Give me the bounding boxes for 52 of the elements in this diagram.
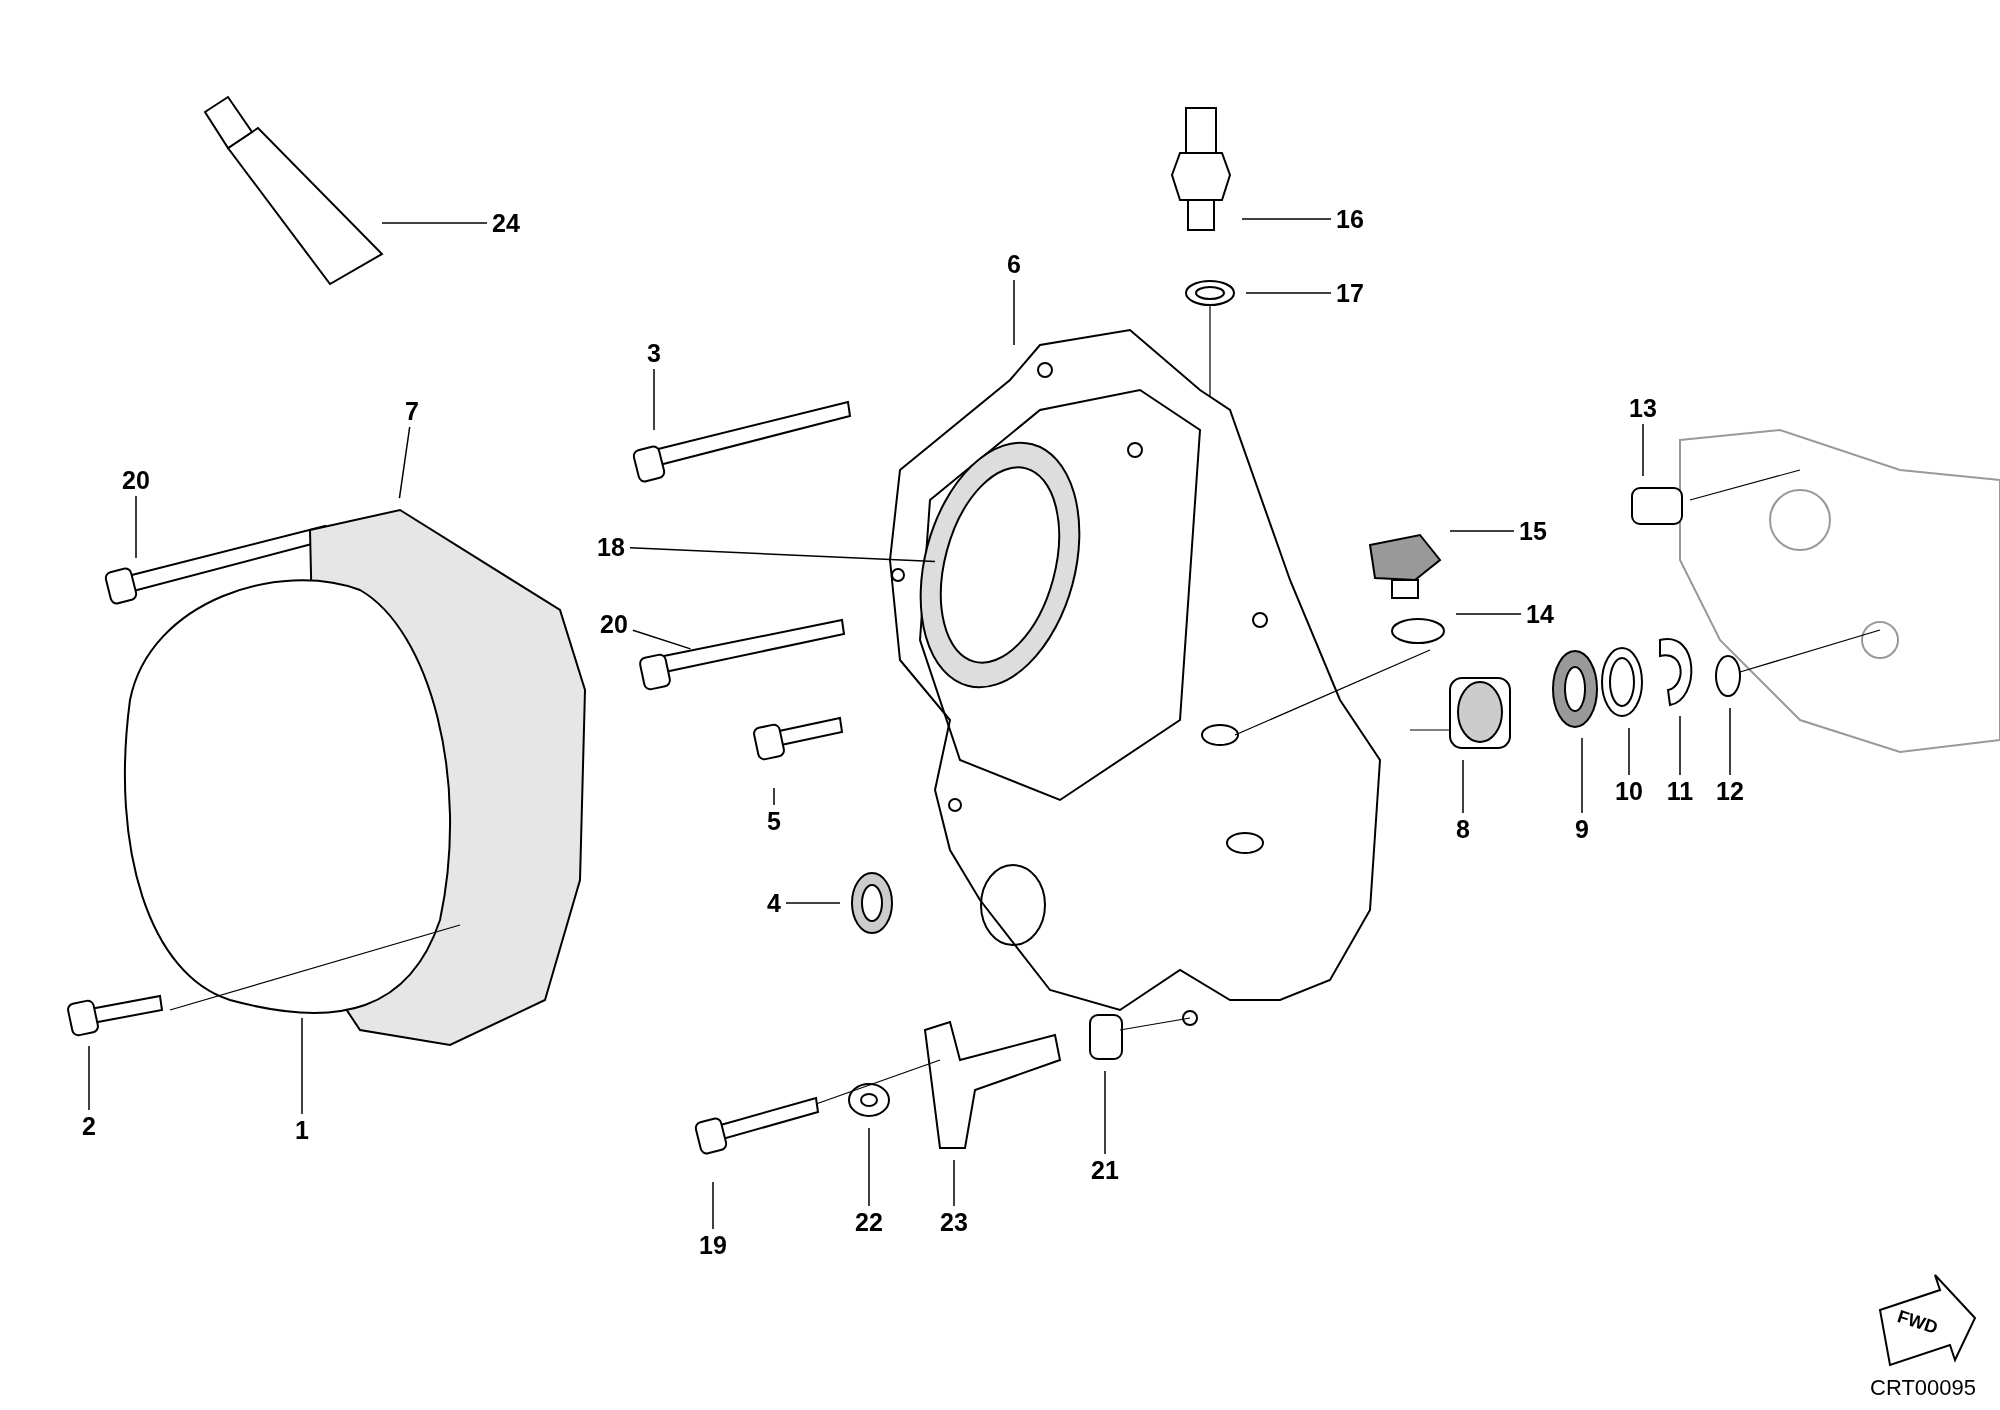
direction-label: FWD: [1894, 1306, 1941, 1339]
leader-line: [301, 1017, 303, 1115]
callout-number: 22: [855, 1209, 883, 1235]
leader-line: [785, 902, 841, 904]
leader-line: [629, 547, 936, 563]
callout-number: 5: [767, 808, 781, 834]
callout-number: 12: [1716, 778, 1744, 804]
callout-number: 4: [767, 890, 781, 916]
callout-number: 1: [295, 1117, 309, 1143]
callout-number: 13: [1629, 395, 1657, 421]
leader-line: [88, 1045, 90, 1111]
callout-number: 3: [647, 340, 661, 366]
callout-number: 21: [1091, 1157, 1119, 1183]
leader-line: [1462, 759, 1464, 814]
leader-line: [1013, 279, 1015, 346]
leader-line: [381, 222, 488, 224]
callout-number: 9: [1575, 816, 1589, 842]
callout-number: 18: [597, 534, 625, 560]
callout-number: 10: [1615, 778, 1643, 804]
callout-number: 6: [1007, 251, 1021, 277]
leader-line: [1642, 423, 1644, 477]
leader-line: [398, 426, 411, 499]
leader-line: [773, 787, 775, 806]
callout-number: 23: [940, 1209, 968, 1235]
callout-number: 7: [405, 398, 419, 424]
callout-number: 24: [492, 210, 520, 236]
leader-line: [1449, 530, 1515, 532]
callout-number: 20: [122, 467, 150, 493]
callout-number: 20: [600, 611, 628, 637]
leader-line: [653, 368, 655, 431]
leader-line: [1581, 737, 1583, 814]
leader-line: [1628, 727, 1630, 776]
leader-line: [1245, 292, 1332, 294]
leader-line: [1729, 707, 1731, 776]
leader-line: [1241, 218, 1332, 220]
leader-line: [953, 1159, 955, 1207]
leader-line: [1679, 715, 1681, 776]
leader-line: [1104, 1070, 1106, 1155]
callout-number: 17: [1336, 280, 1364, 306]
leader-line: [712, 1181, 714, 1230]
callout-number: 19: [699, 1232, 727, 1258]
callout-number: 16: [1336, 206, 1364, 232]
drawing-number: CRT00095: [1870, 1375, 1976, 1401]
callout-number: 14: [1526, 601, 1554, 627]
callout-number: 11: [1666, 778, 1694, 804]
leader-line: [632, 629, 692, 650]
callout-number: 8: [1456, 816, 1470, 842]
leader-line: [1455, 613, 1522, 615]
leader-line: [135, 495, 137, 559]
leader-line: [868, 1127, 870, 1207]
callout-number: 2: [82, 1113, 96, 1139]
callout-number: 15: [1519, 518, 1547, 544]
